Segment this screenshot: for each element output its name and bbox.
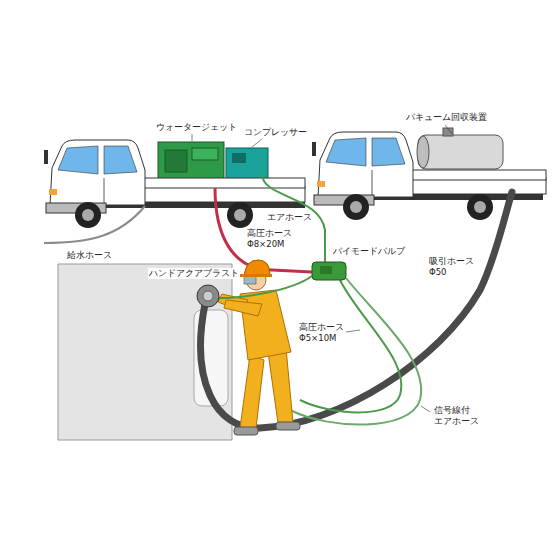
high-pressure-hose-short — [300, 280, 401, 413]
vacuum-tank — [418, 135, 503, 169]
visor — [244, 276, 256, 284]
label-line: ハンドアクアブラスト — [149, 268, 239, 278]
part-label: 高圧ホース Φ5×10M — [298, 322, 345, 344]
valve-handle — [320, 266, 332, 274]
part-label: 給水ホース — [66, 250, 113, 261]
supply-hose — [44, 206, 145, 243]
mirror — [312, 142, 316, 156]
label-line: エアホース — [434, 416, 479, 426]
leader-line — [421, 406, 430, 412]
blaster-hose — [219, 276, 312, 298]
label-line: バキューム回収装置 — [406, 112, 487, 122]
label-line: 給水ホース — [67, 250, 112, 260]
door-line — [104, 178, 105, 204]
leader-line — [252, 139, 262, 147]
side-window — [372, 138, 405, 166]
pump-cover — [192, 148, 218, 160]
label-line: ウォータージェット — [156, 122, 237, 132]
part-label: バイモードバルブ — [332, 246, 406, 257]
windshield — [326, 138, 366, 166]
mirror — [44, 150, 48, 164]
label-line: Φ8×20M — [247, 239, 284, 249]
hub — [474, 201, 486, 213]
compressor-panel — [232, 153, 246, 163]
leader-line — [346, 330, 360, 332]
wall — [58, 264, 232, 440]
wheel — [227, 202, 253, 228]
helmet — [244, 260, 270, 276]
part-label: 信号線付 エアホース — [433, 405, 480, 427]
headlight — [317, 181, 325, 187]
wheel — [75, 202, 101, 228]
part-label: 高圧ホース Φ8×20M — [246, 228, 293, 250]
truck-cab — [50, 140, 145, 205]
wheel — [467, 194, 493, 220]
wheel — [343, 194, 369, 220]
bed-rail — [411, 170, 546, 180]
tank-end — [417, 136, 429, 168]
bimode-valve — [312, 262, 346, 280]
boot — [276, 422, 300, 430]
label-line: 吸引ホース — [429, 256, 474, 266]
leg — [240, 355, 264, 428]
arm — [224, 300, 262, 316]
label-line: Φ5×10M — [299, 333, 336, 343]
boot — [234, 427, 258, 435]
label-line: バイモードバルブ — [333, 246, 405, 256]
truck-cab — [318, 132, 413, 197]
hub — [234, 209, 246, 221]
label-line: エアホース — [267, 212, 312, 222]
headlight — [49, 189, 57, 195]
part-label: ハンドアクアブラスト — [148, 268, 240, 279]
windshield — [58, 146, 98, 174]
part-label: バキューム回収装置 — [405, 112, 488, 123]
hand-aqua-blaster — [197, 285, 219, 307]
leg — [268, 348, 293, 423]
part-label: コンプレッサー — [243, 127, 308, 138]
engine-block — [165, 150, 187, 172]
bed-rail — [143, 178, 305, 188]
part-label: エアホース — [266, 212, 313, 223]
worker — [218, 260, 300, 435]
door-line — [372, 170, 373, 196]
leader-line — [192, 134, 193, 141]
part-label: 吸引ホース Φ50 — [428, 256, 475, 278]
blaster-nozzle — [203, 291, 213, 301]
side-window — [104, 146, 137, 174]
label-line: 信号線付 — [434, 405, 470, 415]
signal-air-hose — [290, 278, 421, 425]
label-line: 高圧ホース — [247, 228, 292, 238]
leader-line — [445, 125, 452, 134]
label-line: Φ50 — [429, 267, 447, 277]
helmet-brim — [240, 274, 272, 277]
label-line: 高圧ホース — [299, 322, 344, 332]
hub — [82, 209, 94, 221]
label-line: コンプレッサー — [244, 127, 307, 137]
part-label: ウォータージェット — [155, 122, 238, 133]
hub — [350, 201, 362, 213]
suction-hose — [201, 192, 512, 428]
